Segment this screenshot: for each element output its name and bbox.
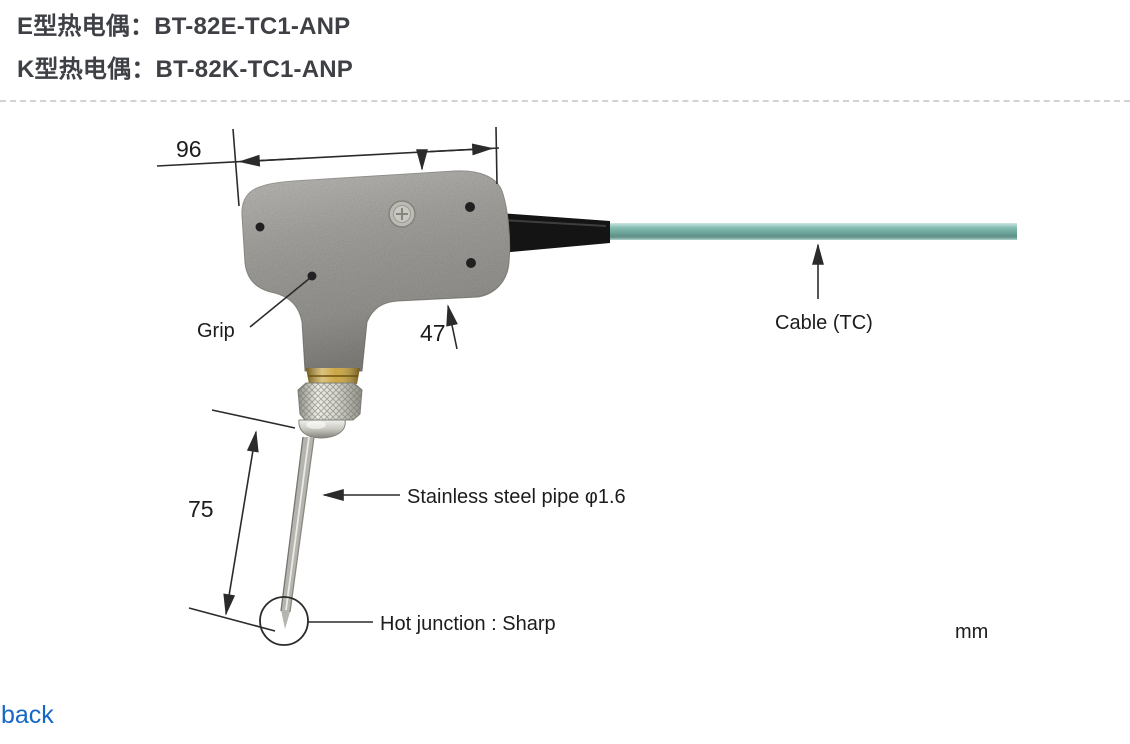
page-title-model-k: K型热电偶：BT-82K-TC1-ANP <box>17 56 354 83</box>
brass-ring <box>306 368 360 384</box>
knurled-nut <box>297 382 363 421</box>
hot-junction-circle <box>259 596 309 646</box>
grip-screw-icon <box>388 200 416 228</box>
dimension-75 <box>188 409 296 632</box>
hot-junction-label: Hot junction : Sharp <box>380 613 556 635</box>
unit-label: mm <box>955 621 988 643</box>
dimension-75-label: 75 <box>188 496 214 522</box>
dashed-separator <box>0 100 1130 102</box>
page-title-model-e: E型热电偶：BT-82E-TC1-ANP <box>17 13 351 40</box>
dimension-96-label: 96 <box>176 136 202 162</box>
grip-body <box>241 170 511 372</box>
grip-hole <box>255 222 265 232</box>
cable-strain-relief <box>499 213 610 253</box>
collar <box>298 419 346 439</box>
cable <box>606 223 1017 240</box>
grip-label: Grip <box>197 320 235 342</box>
back-link[interactable]: back <box>1 701 54 729</box>
dimension-96 <box>156 126 500 207</box>
dimension-47 <box>416 149 458 350</box>
grip-hole <box>465 202 475 212</box>
cable-label: Cable (TC) <box>775 312 873 334</box>
dimension-47-label: 47 <box>420 320 446 346</box>
grip-hole <box>466 258 476 268</box>
stainless-pipe-label: Stainless steel pipe φ1.6 <box>407 486 626 508</box>
grip-leader-line <box>249 271 317 328</box>
stainless-steel-pipe <box>280 436 315 629</box>
